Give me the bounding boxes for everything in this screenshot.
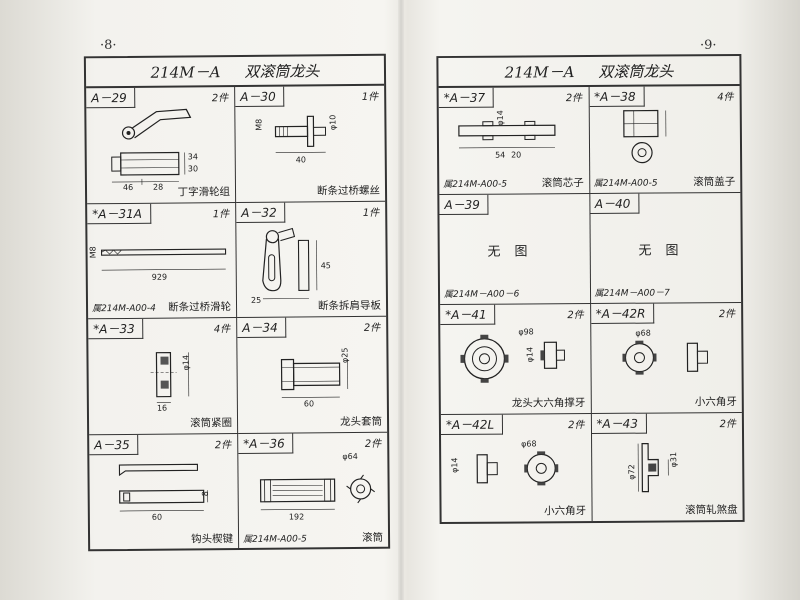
left-page-number: ·8· (100, 38, 117, 53)
no-drawing-text: 无图 (487, 244, 542, 260)
part-note: 属214M-A00-5 (243, 534, 307, 545)
part-cell-a33: *A－33 4件 φ14 16 滚筒紧圈 (88, 317, 239, 435)
part-name: 滚筒 (362, 531, 384, 544)
part-cell-a43: *A－43 2件 φ72 φ31 滚筒轧煞盘 (591, 413, 742, 521)
dim-label: φ72 (627, 464, 636, 480)
part-drawing: φ98 φ14 (460, 327, 565, 383)
dim-label: 34 (188, 152, 198, 161)
dim-label: 45 (321, 261, 331, 270)
part-drawing: 8 60 (118, 463, 210, 521)
no-drawing-text: 无图 (638, 243, 693, 259)
dim-label: 28 (153, 183, 163, 192)
dim-label: φ14 (525, 347, 534, 363)
part-drawing: 46 28 34 30 (111, 108, 198, 192)
part-drawing: φ68 (621, 329, 708, 375)
part-cell-a30: A－30 1件 M8 40 φ10 断条过桥螺丝 (235, 85, 386, 203)
part-name: 滚筒芯子 (541, 177, 584, 190)
dim-label: φ14 (496, 110, 505, 126)
part-name: 小六角牙 (544, 505, 587, 518)
dim-label: φ10 (328, 115, 337, 131)
part-cell-a34: A－34 2件 φ25 60 龙头套筒 (237, 316, 388, 434)
part-name: 龙头大六角撑牙 (511, 397, 586, 410)
part-cell-a32: A－32 1件 45 25 断条拆肩导板 (236, 201, 387, 318)
dim-label: M8 (254, 119, 263, 131)
dim-label: φ68 (521, 439, 537, 448)
part-drawing: 192 φ64 (259, 451, 375, 521)
dim-label: 30 (188, 164, 198, 173)
part-cell-a42l: *A－42L 2件 φ14 φ68 小六角牙 (440, 413, 593, 523)
left-page-title: 214M－A 双滚筒龙头 (85, 55, 385, 89)
part-cell-a36: *A－36 2件 192 φ64 属214M-A00-5 (238, 432, 388, 549)
dim-label: φ68 (635, 329, 651, 338)
dim-label: M8 (88, 246, 97, 258)
assembly-name: 双滚筒龙头 (244, 61, 320, 81)
part-cell-a39: A－39 无图 属214M－A00－6 (439, 194, 591, 306)
dim-label: 40 (296, 155, 306, 164)
part-name: 滚筒轧煞盘 (685, 503, 738, 517)
dim-label: φ31 (669, 452, 678, 468)
dim-label: 8 (201, 491, 210, 496)
part-drawing: φ25 60 (280, 348, 350, 408)
dim-label: φ25 (340, 348, 349, 364)
part-drawing: M8 40 φ10 (254, 115, 337, 165)
part-cell-a29: A－29 2件 46 28 34 30 (86, 87, 237, 204)
part-drawing: φ14 16 (150, 351, 191, 413)
left-page-frame: 214M－A 双滚筒龙头 A－29 2件 46 (83, 53, 391, 552)
part-name: 断条过桥螺丝 (316, 184, 381, 197)
book-fold (398, 0, 404, 600)
part-drawing: φ72 φ31 (627, 443, 678, 493)
model-number: 214M－A (150, 62, 221, 82)
dim-label: φ14 (450, 457, 459, 473)
part-drawing: φ14 54 20 (458, 110, 556, 160)
dim-label: 16 (157, 404, 167, 413)
dim-label: 60 (304, 399, 314, 408)
dim-label: 60 (152, 512, 162, 521)
part-note: 属214M－A00－6 (444, 289, 520, 301)
dim-label: 46 (123, 183, 133, 192)
part-name: 滚筒紧圈 (189, 416, 233, 429)
right-page-frame: 214M－A 双滚筒龙头 *A－37 2件 φ14 54 20 (436, 53, 745, 525)
part-note: 属214M-A00-5 (443, 179, 508, 191)
dim-label: 20 (511, 150, 521, 159)
part-cell-a41: *A－41 2件 φ98 φ14 龙头大六角撑牙 (440, 303, 592, 416)
dim-label: φ98 (518, 327, 534, 336)
part-cell-a42r: *A－42R 2件 φ68 小六角牙 (590, 302, 742, 414)
part-cell-a38: *A－38 4件 属214M-A00-5 滚筒盖子 (589, 85, 741, 195)
part-drawing: φ14 φ68 (450, 439, 559, 486)
part-cell-a35: A－35 2件 8 60 钩头楔键 (89, 433, 240, 551)
assembly-name: 双滚筒龙头 (598, 61, 674, 81)
dim-label: φ14 (181, 355, 190, 371)
part-note: 属214M-A00-4 (92, 303, 156, 315)
dim-label: 929 (152, 272, 167, 281)
part-code: A－39 (439, 194, 489, 216)
part-code: A－40 (589, 193, 640, 215)
model-number: 214M－A (504, 62, 575, 82)
right-page-title: 214M－A 双滚筒龙头 (438, 55, 740, 89)
dim-label: 25 (251, 295, 261, 304)
dim-label: 192 (289, 512, 304, 521)
part-drawing: 929 M8 (88, 246, 227, 281)
part-note: 属214M－A00－7 (594, 288, 670, 299)
right-page-number: ·9· (700, 38, 717, 53)
part-drawing (622, 109, 666, 164)
part-cell-a31a: *A－31A 1件 929 M8 属214M-A00-4 断条过桥滑轮 (87, 202, 238, 320)
part-cell-a37: *A－37 2件 φ14 54 20 属214M-A00-5 滚筒芯子 (438, 87, 590, 196)
part-name: 断条过桥滑轮 (167, 301, 232, 314)
part-name: 断条拆肩导板 (317, 299, 382, 313)
part-note: 属214M-A00-5 (593, 178, 658, 189)
part-name: 小六角牙 (694, 395, 737, 409)
dim-label: 54 (495, 151, 505, 160)
dim-label: φ64 (342, 451, 358, 460)
part-name: 龙头套筒 (339, 415, 383, 428)
part-name: 丁字滑轮组 (177, 185, 231, 199)
part-name: 钩头楔键 (191, 533, 234, 546)
part-cell-a40: A－40 无图 属214M－A00－7 (589, 192, 742, 304)
part-name: 滚筒盖子 (693, 175, 736, 189)
part-drawing: 45 25 (251, 227, 331, 304)
